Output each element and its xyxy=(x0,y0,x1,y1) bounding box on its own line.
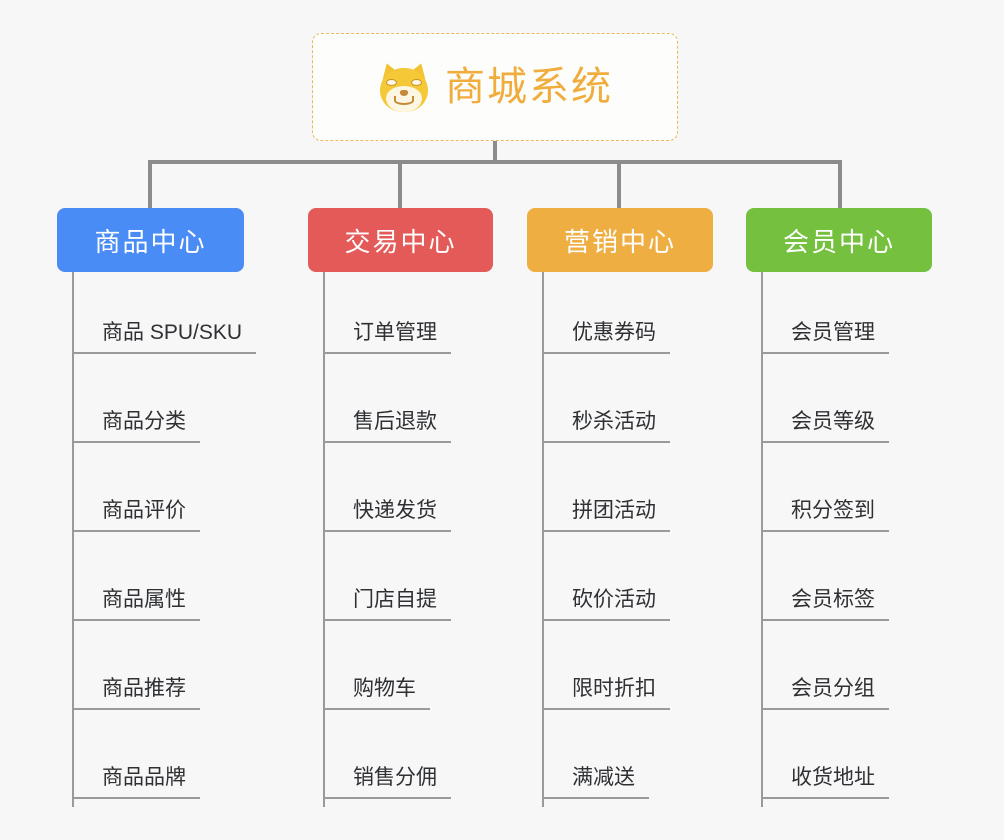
leaf-item[interactable]: 门店自提 xyxy=(325,587,451,622)
connector-to-column-3 xyxy=(617,160,621,208)
connector-to-column-4 xyxy=(838,160,842,208)
leaf-item[interactable]: 优惠券码 xyxy=(544,320,670,355)
leaf-item[interactable]: 售后退款 xyxy=(325,409,451,444)
column-spine xyxy=(323,272,325,807)
category-title: 商品中心 xyxy=(94,226,207,257)
category-header-trade-center[interactable]: 交易中心 xyxy=(308,208,493,272)
connector-horizontal-bus xyxy=(148,160,842,164)
leaf-item[interactable]: 商品评价 xyxy=(74,498,200,533)
leaf-item[interactable]: 会员等级 xyxy=(763,409,889,444)
leaf-item[interactable]: 商品品牌 xyxy=(74,765,200,800)
column-spine xyxy=(542,272,544,807)
connector-to-column-1 xyxy=(148,160,152,208)
leaf-item[interactable]: 会员标签 xyxy=(763,587,889,622)
category-title: 会员中心 xyxy=(782,226,895,257)
category-title: 营销中心 xyxy=(563,226,676,257)
category-title: 交易中心 xyxy=(344,226,457,257)
connector-to-column-2 xyxy=(398,160,402,208)
leaf-item[interactable]: 商品属性 xyxy=(74,587,200,622)
shiba-inu-icon xyxy=(377,60,431,114)
root-title: 商城系统 xyxy=(445,65,613,109)
category-header-product-center[interactable]: 商品中心 xyxy=(57,208,244,272)
leaf-item[interactable]: 销售分佣 xyxy=(325,765,451,800)
leaf-item[interactable]: 拼团活动 xyxy=(544,498,670,533)
leaf-item[interactable]: 收货地址 xyxy=(763,765,889,800)
connector-root-stem xyxy=(493,141,497,163)
root-node[interactable]: 商城系统 xyxy=(312,33,678,141)
leaf-item[interactable]: 会员管理 xyxy=(763,320,889,355)
leaf-item[interactable]: 秒杀活动 xyxy=(544,409,670,444)
leaf-item[interactable]: 商品推荐 xyxy=(74,676,200,711)
leaf-item[interactable]: 限时折扣 xyxy=(544,676,670,711)
category-header-member-center[interactable]: 会员中心 xyxy=(746,208,932,272)
leaf-item[interactable]: 订单管理 xyxy=(325,320,451,355)
leaf-item[interactable]: 购物车 xyxy=(325,676,430,711)
leaf-item[interactable]: 满减送 xyxy=(544,765,649,800)
leaf-item[interactable]: 积分签到 xyxy=(763,498,889,533)
leaf-item[interactable]: 快递发货 xyxy=(325,498,451,533)
category-header-marketing-center[interactable]: 营销中心 xyxy=(527,208,713,272)
leaf-item[interactable]: 商品分类 xyxy=(74,409,200,444)
leaf-item[interactable]: 会员分组 xyxy=(763,676,889,711)
leaf-item[interactable]: 商品 SPU/SKU xyxy=(74,320,257,355)
column-spine xyxy=(761,272,763,807)
leaf-item[interactable]: 砍价活动 xyxy=(544,587,670,622)
column-spine xyxy=(72,272,74,807)
